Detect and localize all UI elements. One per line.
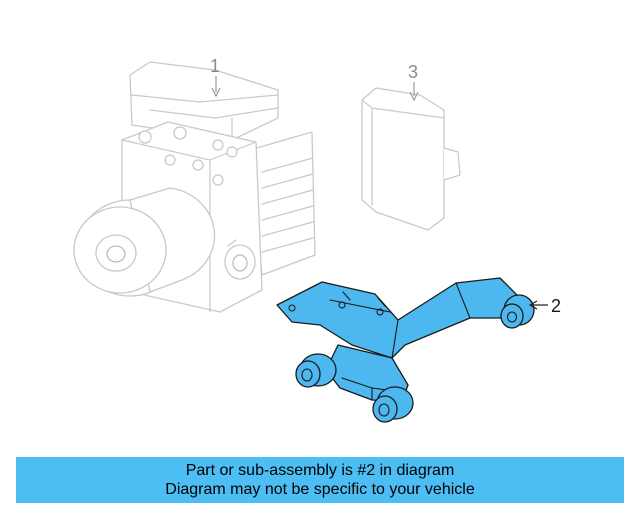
- caption-banner: Part or sub-assembly is #2 in diagram Di…: [16, 457, 624, 503]
- callout-label: 3: [408, 62, 418, 82]
- callout-label: 2: [551, 296, 561, 316]
- parts-diagram: 1 3 2: [73, 56, 561, 423]
- abs-hydraulic-unit: [73, 61, 316, 313]
- callout-2: 2: [528, 296, 561, 316]
- callout-3: 3: [408, 62, 419, 102]
- right-bushing: [500, 294, 535, 329]
- callout-1: 1: [210, 56, 221, 98]
- callout-label: 1: [210, 56, 220, 76]
- mounting-bracket: [276, 277, 535, 423]
- banner-line-2: Diagram may not be specific to your vehi…: [165, 481, 475, 498]
- bottom-bushing: [372, 386, 414, 423]
- left-bushing: [295, 353, 337, 388]
- banner-line-1: Part or sub-assembly is #2 in diagram: [185, 462, 455, 479]
- control-module: [361, 87, 461, 231]
